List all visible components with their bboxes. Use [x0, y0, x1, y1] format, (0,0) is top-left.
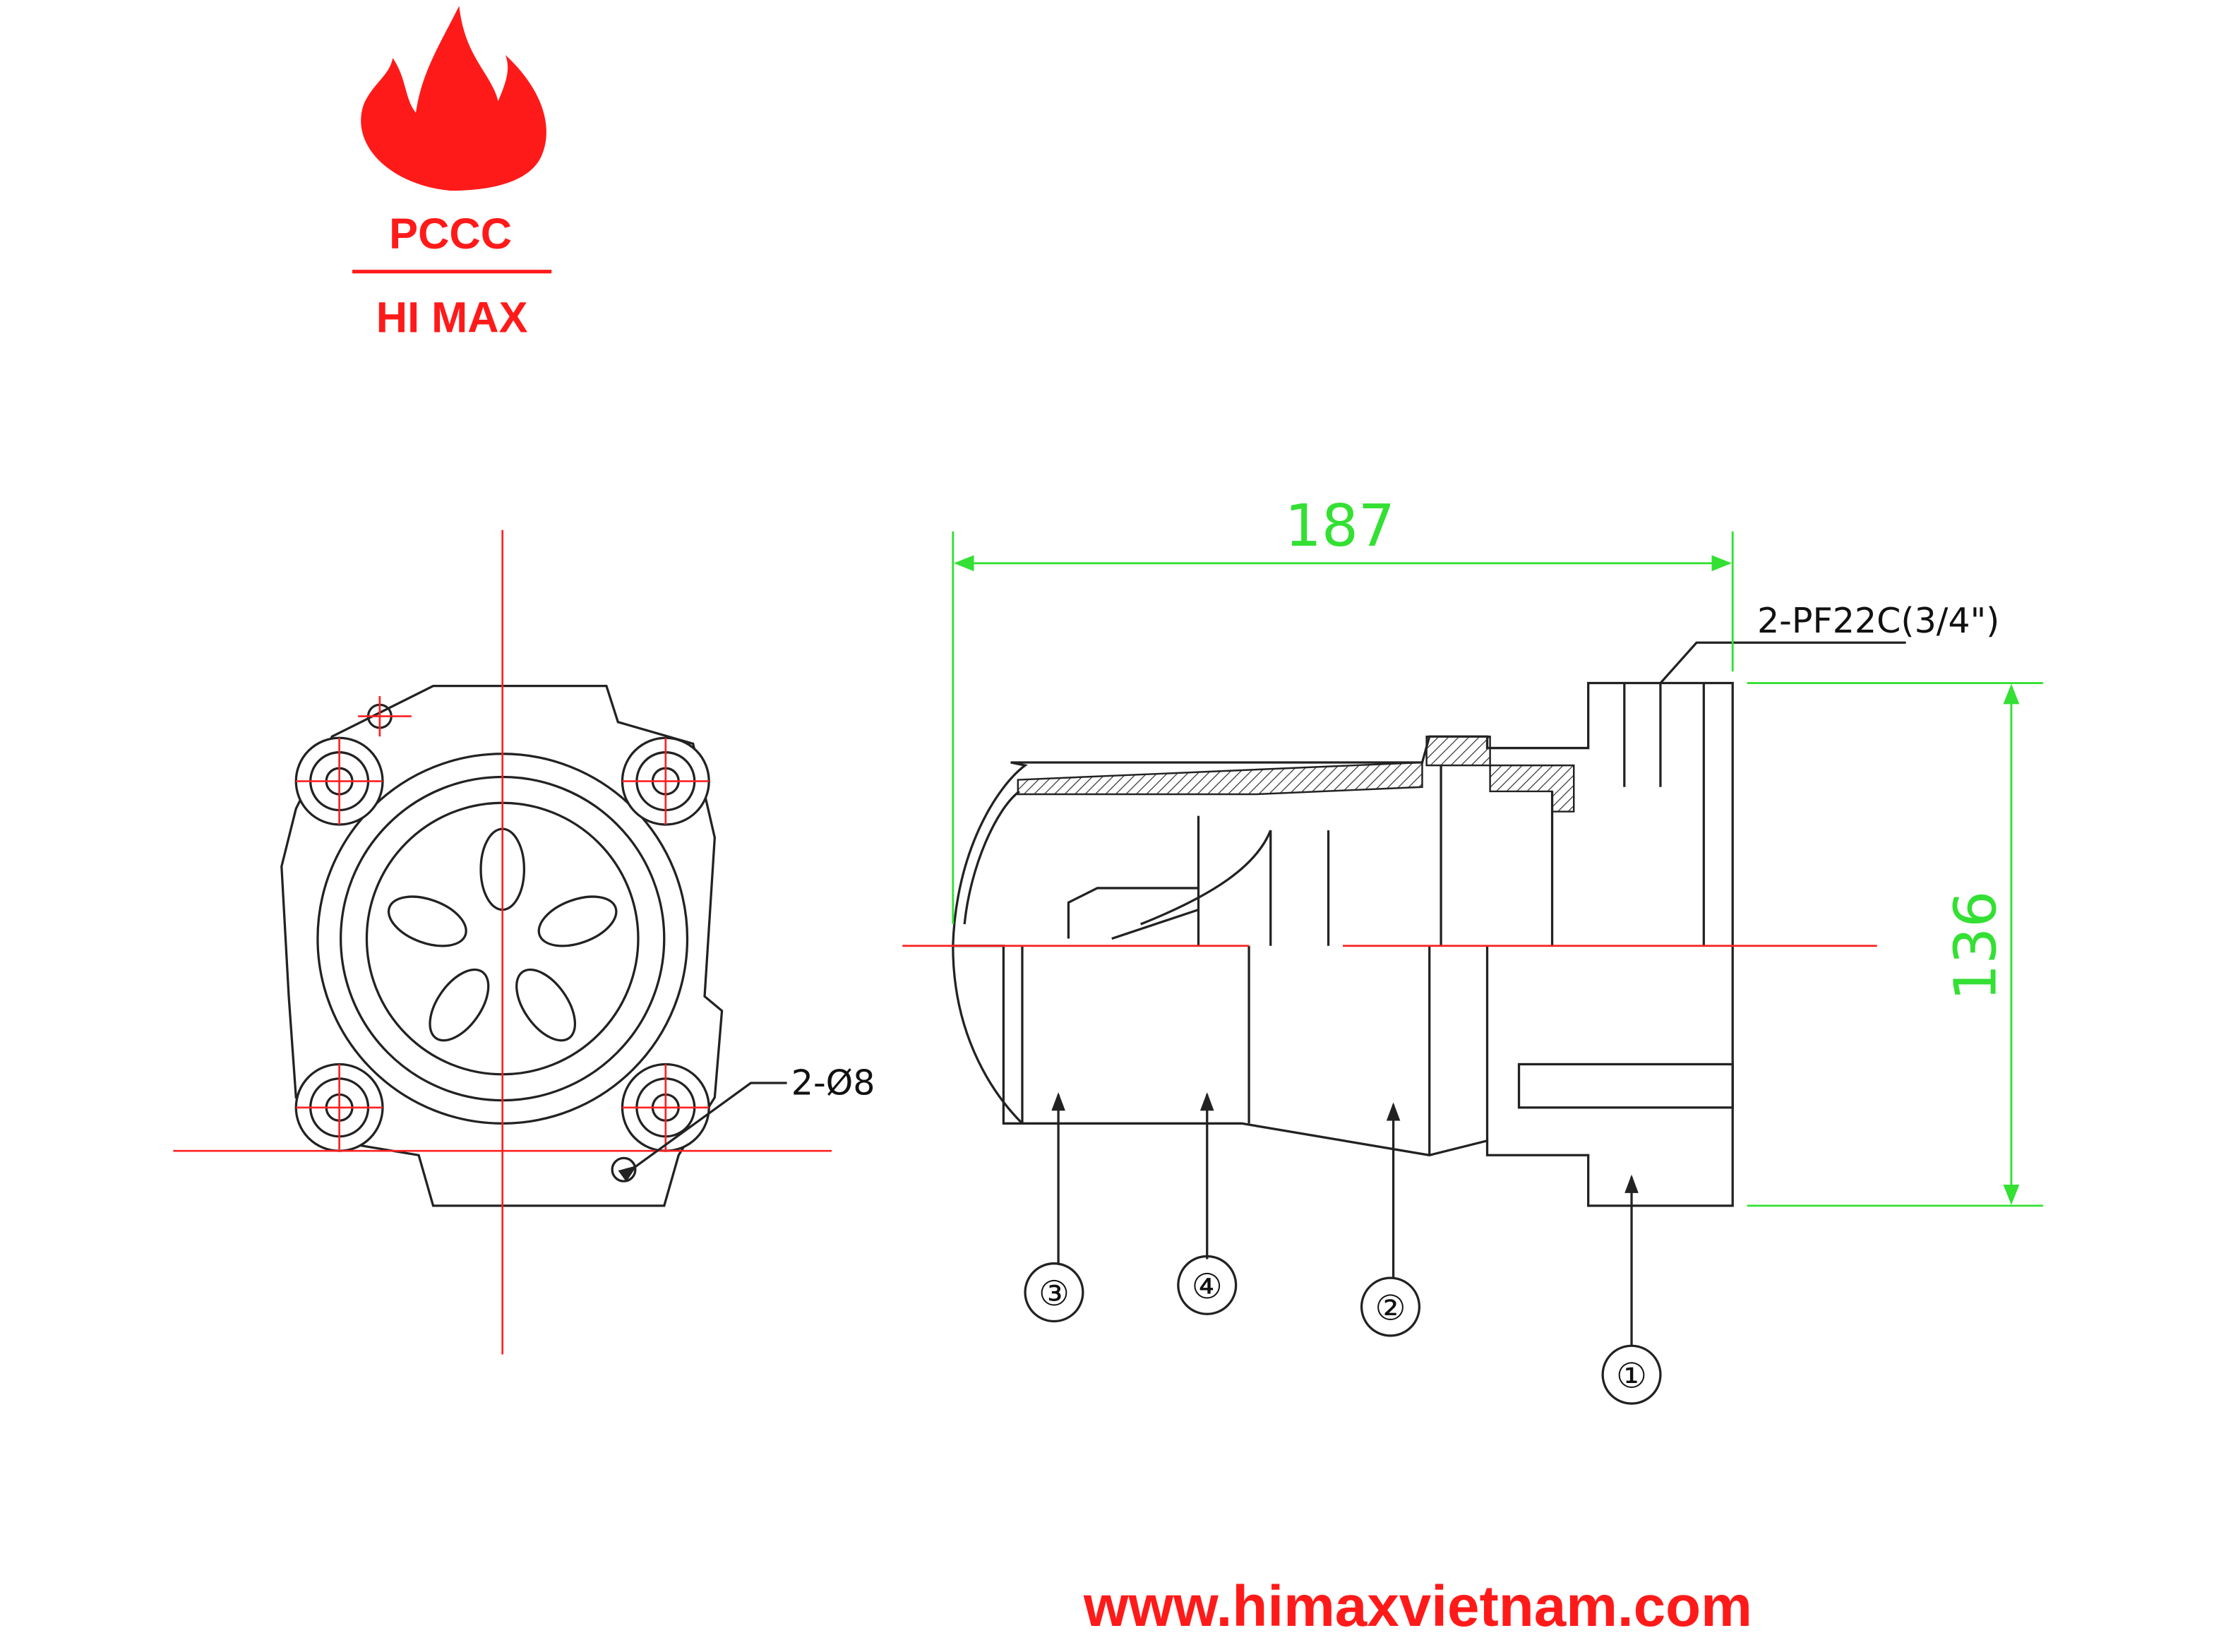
logo-line2: HI MAX — [376, 294, 528, 342]
part-2: ② — [1375, 1287, 1406, 1328]
dimension-width: 187 — [952, 493, 1734, 925]
website-url: www.himaxvietnam.com — [1083, 1574, 1752, 1639]
width-value: 187 — [1285, 493, 1395, 560]
holes-annotation: 2-Ø8 — [791, 1062, 875, 1103]
front-view: 2-Ø8 — [173, 529, 875, 1355]
thread-annotation: 2-PF22C(3/4") — [1757, 600, 1999, 641]
pccc-himax-logo: PCCC HI MAX — [352, 6, 552, 342]
height-value: 136 — [1942, 891, 2009, 1001]
part-4: ④ — [1192, 1266, 1223, 1307]
logo-line1: PCCC — [389, 210, 512, 258]
part-3: ③ — [1039, 1273, 1070, 1314]
dimension-height: 136 — [1747, 682, 2043, 1207]
part-callouts: ③ ④ ② ① — [1024, 1255, 1662, 1405]
flame-icon — [361, 6, 546, 191]
side-view: ③ ④ ② ① 2-PF22C(3/4") — [902, 600, 1999, 1405]
part-1: ① — [1616, 1355, 1647, 1396]
